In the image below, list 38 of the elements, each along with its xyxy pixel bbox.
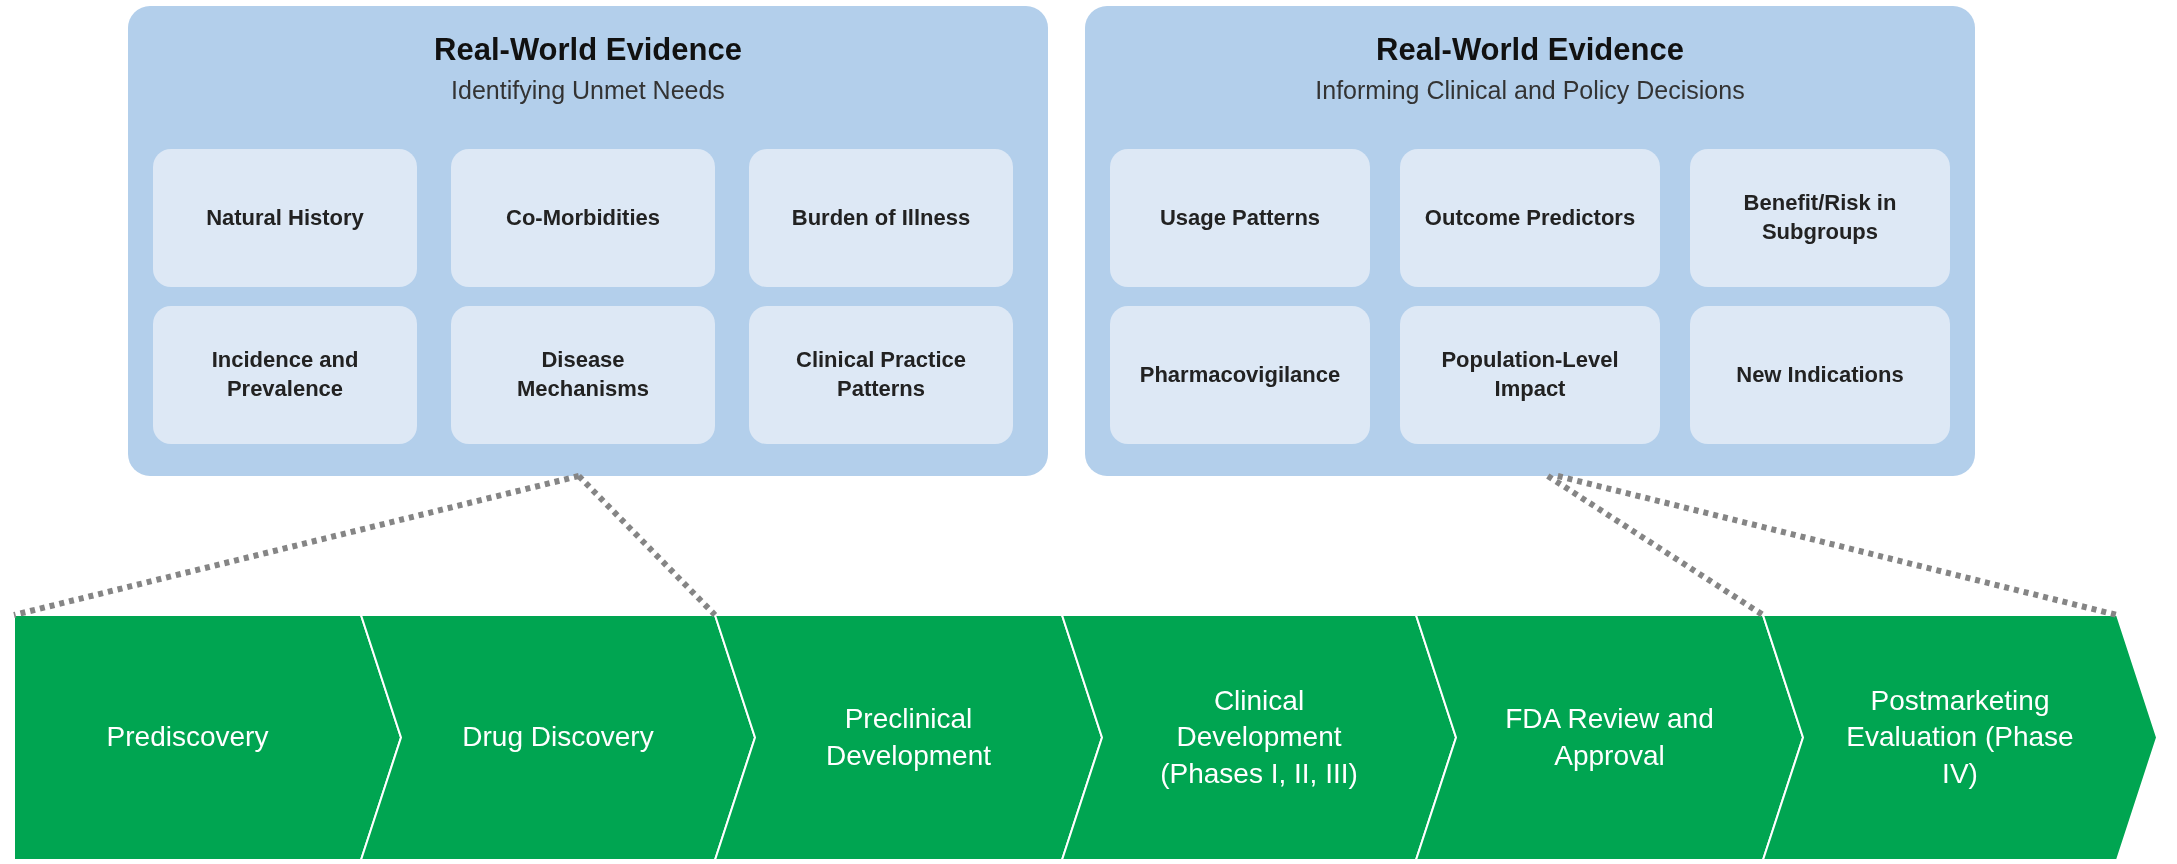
evidence-panel: [128, 6, 1048, 476]
evidence-card: [749, 149, 1013, 287]
callout-line: [1557, 473, 2118, 618]
evidence-card: [153, 149, 417, 287]
card-label: Pharmacovigilance: [1139, 360, 1341, 389]
card-label: Incidence and Prevalence: [210, 346, 360, 403]
evidence-card: [749, 306, 1013, 444]
process-step: [14, 615, 401, 860]
panel-title: Real-World Evidence: [1376, 32, 1684, 68]
callout-line: [1546, 473, 1765, 618]
callout-line: [576, 473, 718, 618]
evidence-card: [1690, 149, 1950, 287]
process-step: [1763, 615, 2157, 860]
evidence-panel: [1085, 6, 1975, 476]
evidence-card: [1400, 149, 1660, 287]
evidence-card: [1690, 306, 1950, 444]
card-label: Population-Level Impact: [1440, 346, 1620, 403]
evidence-card: [153, 306, 417, 444]
card-label: Burden of Illness: [791, 203, 971, 232]
evidence-card: [1400, 306, 1660, 444]
stage-label: Prediscovery: [106, 720, 269, 755]
card-label: Benefit/Risk in Subgroups: [1742, 189, 1898, 246]
card-label: Co-Morbidities: [506, 203, 660, 232]
evidence-card: [451, 149, 715, 287]
card-label: Disease Mechanisms: [515, 346, 651, 403]
panel-title: Real-World Evidence: [434, 32, 742, 68]
card-label: Clinical Practice Patterns: [795, 346, 967, 403]
evidence-card: [451, 306, 715, 444]
card-label: Natural History: [206, 203, 364, 232]
evidence-card: [1110, 306, 1370, 444]
stage-label: Postmarketing Evaluation (Phase IV): [1845, 683, 2075, 791]
card-label: Usage Patterns: [1159, 203, 1321, 232]
card-label: New Indications: [1736, 360, 1904, 389]
evidence-card: [1110, 149, 1370, 287]
callout-line: [13, 473, 580, 618]
panel-subtitle: Identifying Unmet Needs: [451, 76, 725, 105]
panel-subtitle: Informing Clinical and Policy Decisions: [1315, 76, 1745, 105]
card-label: Outcome Predictors: [1424, 203, 1636, 232]
